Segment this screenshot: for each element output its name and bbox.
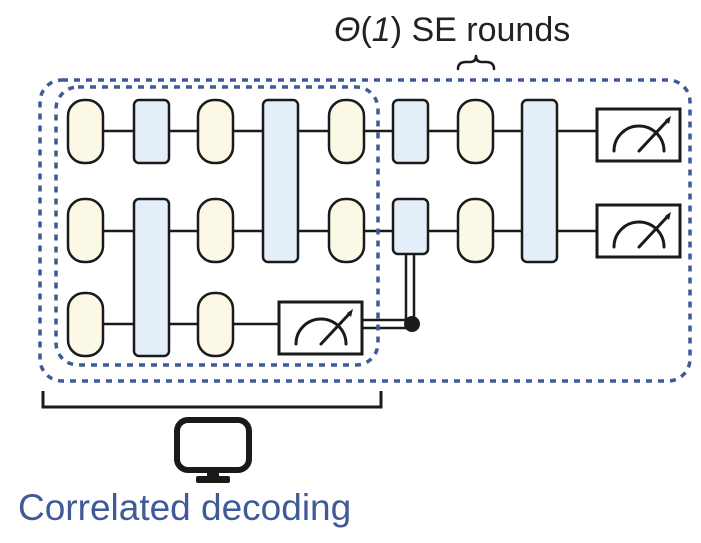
title-rest: ) SE rounds bbox=[391, 11, 571, 49]
classical-control-dot bbox=[404, 316, 420, 332]
single-qubit-gate bbox=[327, 98, 366, 165]
two-qubit-gate bbox=[391, 98, 430, 165]
curly-brace-icon bbox=[456, 54, 496, 71]
two-qubit-gate bbox=[391, 197, 430, 256]
single-qubit-gate bbox=[456, 197, 495, 264]
monitor-icon bbox=[174, 417, 252, 483]
single-qubit-gates bbox=[66, 98, 495, 358]
decoding-bracket bbox=[41, 391, 383, 409]
single-qubit-gate bbox=[196, 291, 235, 358]
classical-wire bbox=[362, 254, 416, 330]
single-qubit-gate bbox=[66, 98, 105, 165]
measurement-q1 bbox=[595, 107, 682, 163]
single-qubit-gate bbox=[196, 197, 235, 264]
title-number: 1 bbox=[372, 11, 391, 49]
two-qubit-gates bbox=[132, 98, 559, 358]
meter-gauge-icon bbox=[612, 214, 670, 249]
single-qubit-gate bbox=[66, 291, 105, 358]
single-qubit-gate bbox=[196, 98, 235, 165]
single-qubit-gate bbox=[66, 197, 105, 264]
single-qubit-gate bbox=[456, 98, 495, 165]
title-symbol: Θ bbox=[334, 11, 360, 49]
meter-gauge-icon bbox=[612, 118, 670, 153]
title-text: Θ(1) SE rounds bbox=[334, 11, 570, 49]
se-rounds-dashed-box bbox=[38, 78, 692, 383]
meter-gauge-icon bbox=[294, 311, 352, 346]
two-qubit-gate bbox=[261, 98, 300, 264]
measurement-q2 bbox=[595, 203, 682, 259]
two-qubit-gate bbox=[132, 197, 171, 358]
measurement-q3 bbox=[277, 300, 364, 356]
correlated-decoding-dashed-box bbox=[54, 85, 380, 367]
caption-text: Correlated decoding bbox=[18, 487, 351, 528]
two-qubit-gate bbox=[132, 98, 171, 165]
two-qubit-gate bbox=[520, 98, 559, 264]
title-open-paren: ( bbox=[360, 11, 372, 49]
single-qubit-gate bbox=[327, 197, 366, 264]
